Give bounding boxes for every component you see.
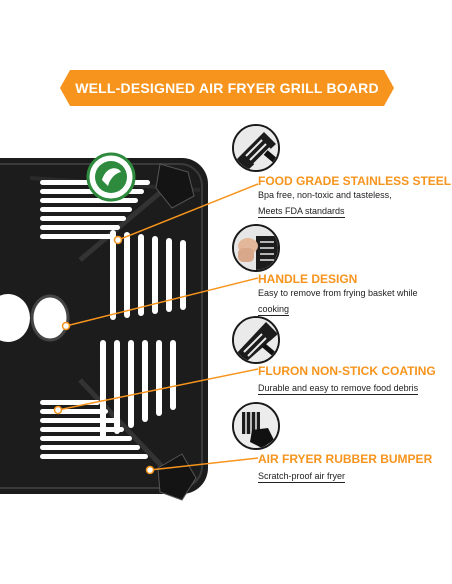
feature-desc-line2: Meets FDA standards [258, 206, 345, 218]
grill-slot [100, 340, 106, 440]
feature-desc-line2: cooking [258, 304, 290, 316]
rubber-bumper-closeup-icon [232, 402, 280, 450]
grill-slot [40, 427, 124, 432]
feature-title: HANDLE DESIGN [258, 272, 358, 286]
feature-handle-design: HANDLE DESIGN Easy to remove from frying… [258, 272, 448, 317]
grill-slot [170, 340, 176, 410]
grill-plate-closeup-icon [232, 124, 280, 172]
grill-board-illustration [0, 158, 208, 501]
coated-plate-closeup-icon [232, 316, 280, 364]
grill-slot [40, 418, 116, 423]
grill-slot [110, 230, 116, 320]
grill-slot [128, 340, 134, 428]
feature-title: FOOD GRADE STAINLESS STEEL [258, 174, 452, 188]
center-hole-left [0, 294, 30, 342]
feature-nonstick-coating: FLURON NON-STICK COATING Durable and eas… [258, 364, 448, 396]
grill-slot [166, 238, 172, 312]
grill-slot [40, 234, 114, 239]
grill-slot [40, 216, 126, 221]
feature-desc-line1: Scratch-proof air fryer [258, 471, 346, 483]
header-banner: WELL-DESIGNED AIR FRYER GRILL BOARD [60, 70, 394, 106]
feature-rubber-bumper: AIR FRYER RUBBER BUMPER Scratch-proof ai… [258, 452, 448, 484]
grill-slot [40, 225, 120, 230]
feature-stainless-steel: FOOD GRADE STAINLESS STEEL Bpa free, non… [258, 174, 452, 219]
grill-slot [40, 436, 132, 441]
grill-slot [138, 234, 144, 316]
feature-desc-line1: Bpa free, non-toxic and tasteless, [258, 190, 392, 200]
eco-certified-badge-icon [86, 152, 136, 202]
grill-slot [124, 232, 130, 318]
grill-slot [40, 445, 140, 450]
hand-holding-plate-icon [232, 224, 280, 272]
feature-desc-line1: Easy to remove from frying basket while [258, 288, 418, 298]
grill-slot [156, 340, 162, 416]
grill-slot [40, 207, 132, 212]
grill-board-image [0, 150, 212, 510]
feature-desc-line1: Durable and easy to remove food debris [258, 383, 419, 395]
feature-title: FLURON NON-STICK COATING [258, 364, 436, 378]
banner-title: WELL-DESIGNED AIR FRYER GRILL BOARD [75, 80, 379, 96]
feature-title: AIR FRYER RUBBER BUMPER [258, 452, 433, 466]
grill-slot [152, 236, 158, 314]
grill-slot [40, 454, 148, 459]
grill-slot [180, 240, 186, 310]
grill-slot [40, 409, 108, 414]
grill-slot [142, 340, 148, 422]
grill-slot [40, 400, 100, 405]
center-hole-right [32, 296, 68, 340]
